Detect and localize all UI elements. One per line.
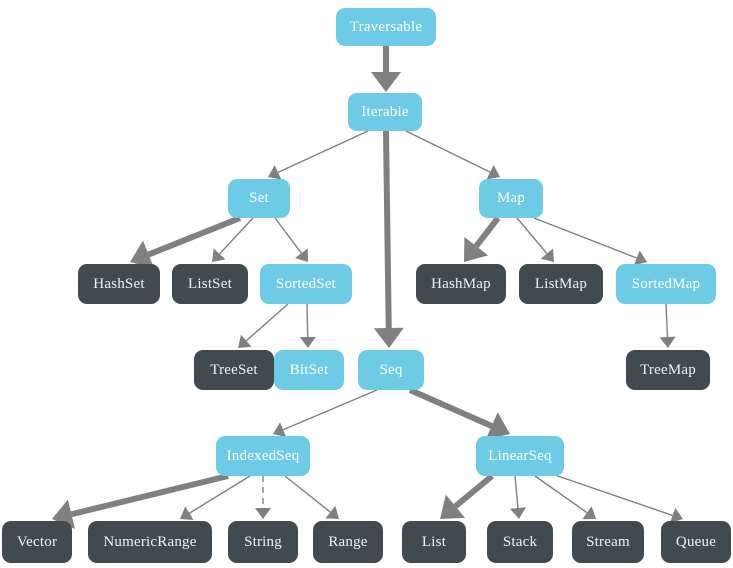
edge-indexedseq-to-range [284,475,339,519]
node-listset[interactable]: ListSet [172,264,248,304]
arrowhead [464,237,489,262]
node-iterable[interactable]: Iterable [348,93,422,131]
node-sortedset[interactable]: SortedSet [260,264,352,304]
arrowhead [255,508,271,519]
node-listmap[interactable]: ListMap [519,264,603,304]
edge-map-to-hashmap [464,216,501,262]
node-label: Stack [502,533,538,550]
edge-set-to-listset [212,217,254,262]
node-label: Set [249,190,269,206]
node-label: NumericRange [103,533,197,550]
node-list[interactable]: List [402,521,466,563]
arrowhead [268,165,282,180]
node-bitset[interactable]: BitSet [274,350,344,390]
edge-sortedmap-to-treemap [659,303,676,348]
node-label: ListSet [188,275,232,292]
node-treeset[interactable]: TreeSet [194,350,274,390]
edge-set-to-hashset [130,215,242,269]
arrowhead [325,505,339,519]
node-label: Stream [586,533,630,550]
node-label: LinearSeq [488,447,552,464]
edge-indexedseq-to-string [255,476,271,519]
edge-seq-to-linearseq [408,387,510,440]
node-sortedmap[interactable]: SortedMap [616,264,716,304]
arrowhead [238,334,252,348]
node-linearseq[interactable]: LinearSeq [476,436,564,476]
node-traversable[interactable]: Traversable [336,8,436,46]
arrowhead [371,72,401,92]
node-hashmap[interactable]: HashMap [416,264,506,304]
node-label: Iterable [361,103,409,120]
node-label: SortedMap [631,275,701,292]
edge-linearseq-to-stream [534,475,596,520]
edge-set-to-sortedset [274,217,308,262]
node-label: SortedSet [275,275,337,292]
edge-sortedset-to-bitset [299,303,316,348]
edge-traversable-to-iterable [371,46,401,92]
arrowhead [273,422,287,438]
node-label: ListMap [534,275,588,292]
node-hashset[interactable]: HashSet [78,264,160,304]
node-numericrange[interactable]: NumericRange [88,521,212,563]
node-label: HashSet [93,275,145,292]
node-set[interactable]: Set [228,179,290,218]
arrowhead [486,164,500,180]
edge-map-to-sortedmap [533,217,647,266]
node-map[interactable]: Map [479,179,543,218]
edge-linearseq-to-list [440,473,494,519]
edge-iterable-to-seq [373,130,404,348]
node-vector[interactable]: Vector [2,521,72,563]
node-label: Queue [675,533,717,550]
arrowhead [299,336,316,348]
node-label: Traversable [349,18,423,35]
arrowhead [295,248,308,262]
node-label: HashMap [431,275,491,292]
edge-sortedset-to-treeset [238,303,289,348]
arrowhead [540,248,554,262]
node-range[interactable]: Range [313,521,383,563]
node-label: Range [328,533,368,550]
node-label: BitSet [289,361,329,378]
node-treemap[interactable]: TreeMap [626,350,710,390]
node-string[interactable]: String [228,521,298,563]
node-label: Seq [379,361,403,378]
arrowhead [180,506,194,521]
node-label: TreeMap [640,361,696,378]
edge-linearseq-to-queue [551,473,683,523]
arrowhead [510,507,526,519]
edge-linearseq-to-stack [510,475,526,519]
arrowhead [440,494,465,519]
arrowhead [582,506,596,520]
edge-iterable-to-set [268,130,369,180]
arrowhead [212,248,226,262]
node-label: Map [496,190,526,206]
node-queue[interactable]: Queue [661,521,731,563]
node-label: IndexedSeq [226,447,300,464]
node-label: TreeSet [210,361,258,378]
edge-indexedseq-to-numericrange [180,475,251,521]
edge-seq-to-indexedseq [273,389,378,438]
node-label: String [244,533,282,550]
node-seq[interactable]: Seq [358,350,424,390]
arrowhead [373,327,404,348]
arrowhead [659,336,676,348]
edge-iterable-to-map [405,130,500,180]
node-stack[interactable]: Stack [487,521,553,563]
node-label: List [421,533,447,550]
node-stream[interactable]: Stream [572,521,644,563]
node-label: Vector [16,533,58,550]
edge-map-to-listmap [516,217,554,262]
node-indexedseq[interactable]: IndexedSeq [216,436,310,476]
